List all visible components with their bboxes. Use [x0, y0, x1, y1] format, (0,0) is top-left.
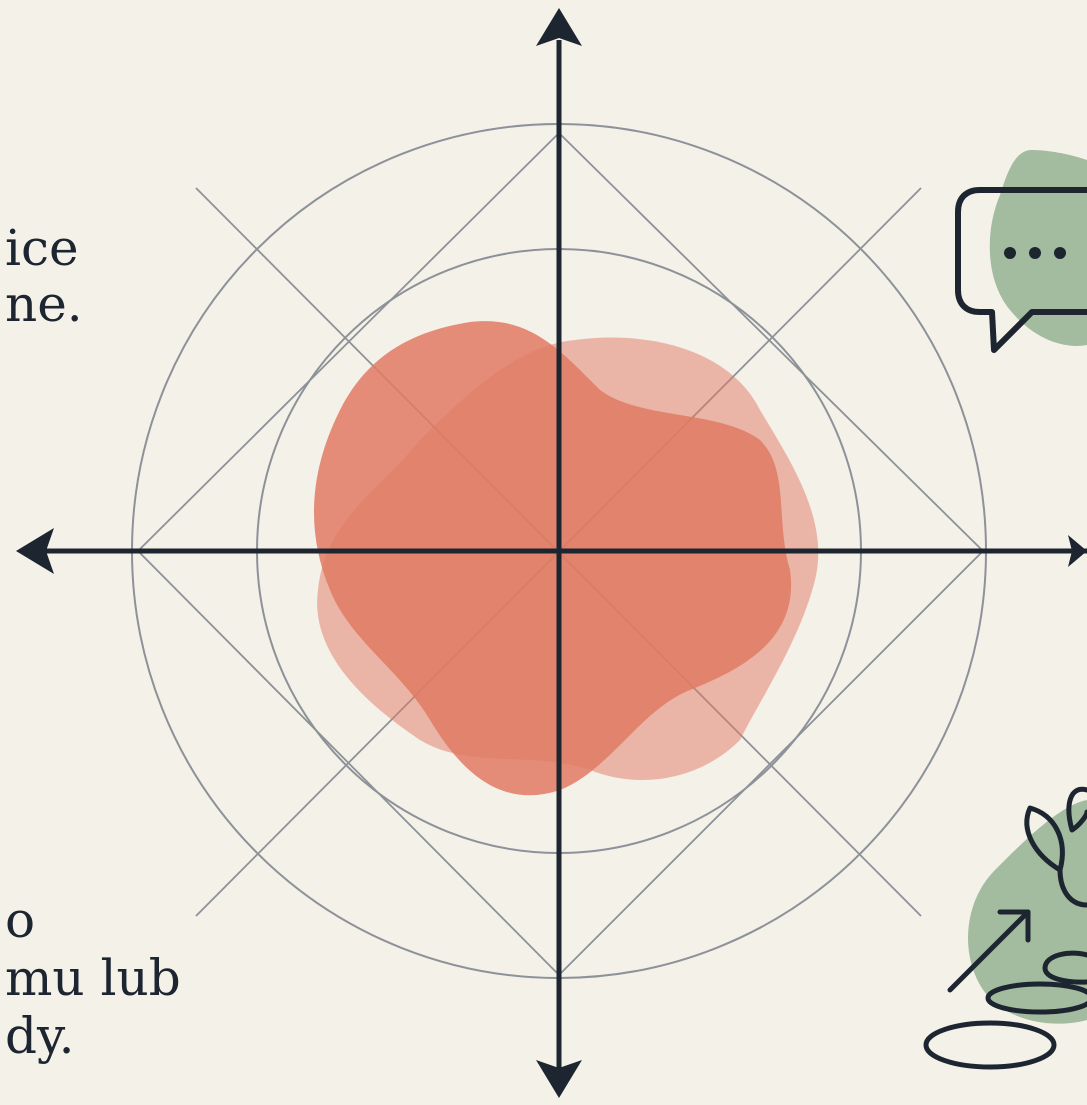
text-fragment-top-line-1: ice	[5, 220, 79, 276]
coil-ring-lower	[926, 1023, 1054, 1067]
text-fragment-top-line-2: ne.	[5, 276, 83, 332]
text-fragment-bottom-line-2: mu lub	[5, 950, 181, 1006]
central-blob	[314, 321, 818, 795]
growth-illustration	[926, 789, 1087, 1067]
chat-illustration	[958, 150, 1087, 350]
ellipsis-dots	[1004, 247, 1066, 259]
text-fragment-bottom-line-3: dy.	[5, 1008, 75, 1064]
text-fragment-bottom-line-1: o	[5, 892, 35, 948]
axes	[16, 8, 1087, 1098]
green-blob-top	[990, 150, 1087, 346]
